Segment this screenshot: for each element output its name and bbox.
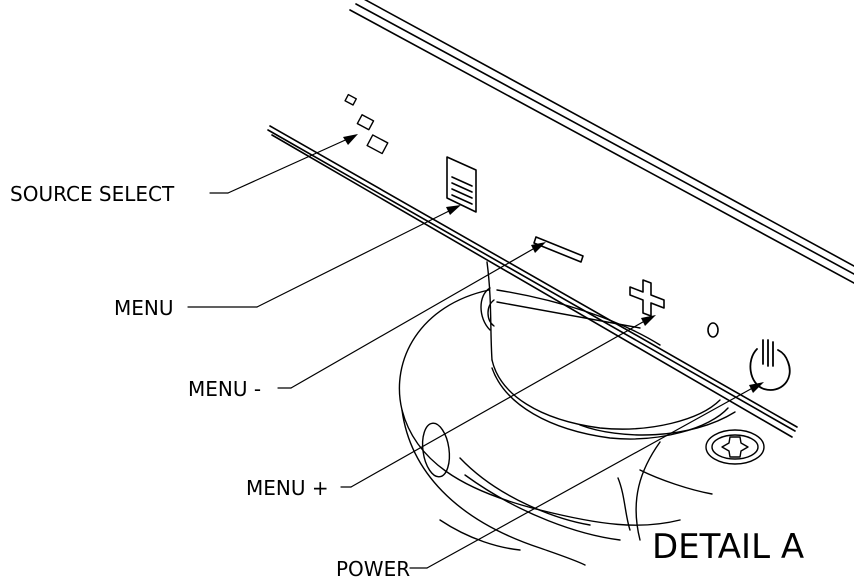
top-bezel-edge	[349, 0, 854, 284]
plus-icon	[629, 279, 665, 317]
power-icon	[749, 339, 791, 391]
power-label: POWER	[336, 557, 410, 580]
cross-screw-icon	[705, 429, 765, 465]
source-select-label: SOURCE SELECT	[10, 182, 175, 206]
menu-minus-label: MENU -	[188, 377, 261, 401]
source-select-icon	[344, 93, 389, 155]
stand-base	[398, 261, 736, 566]
menu-plus-label: MENU +	[246, 476, 329, 500]
leader-lines	[187, 136, 759, 569]
menu-icon	[446, 156, 477, 213]
button-panel-edge	[267, 125, 798, 438]
indicator-led	[707, 322, 719, 338]
minus-icon	[533, 236, 584, 263]
leader-arrowheads	[343, 134, 764, 393]
menu-label: MENU	[114, 296, 174, 320]
detail-title: DETAIL A	[652, 527, 804, 567]
